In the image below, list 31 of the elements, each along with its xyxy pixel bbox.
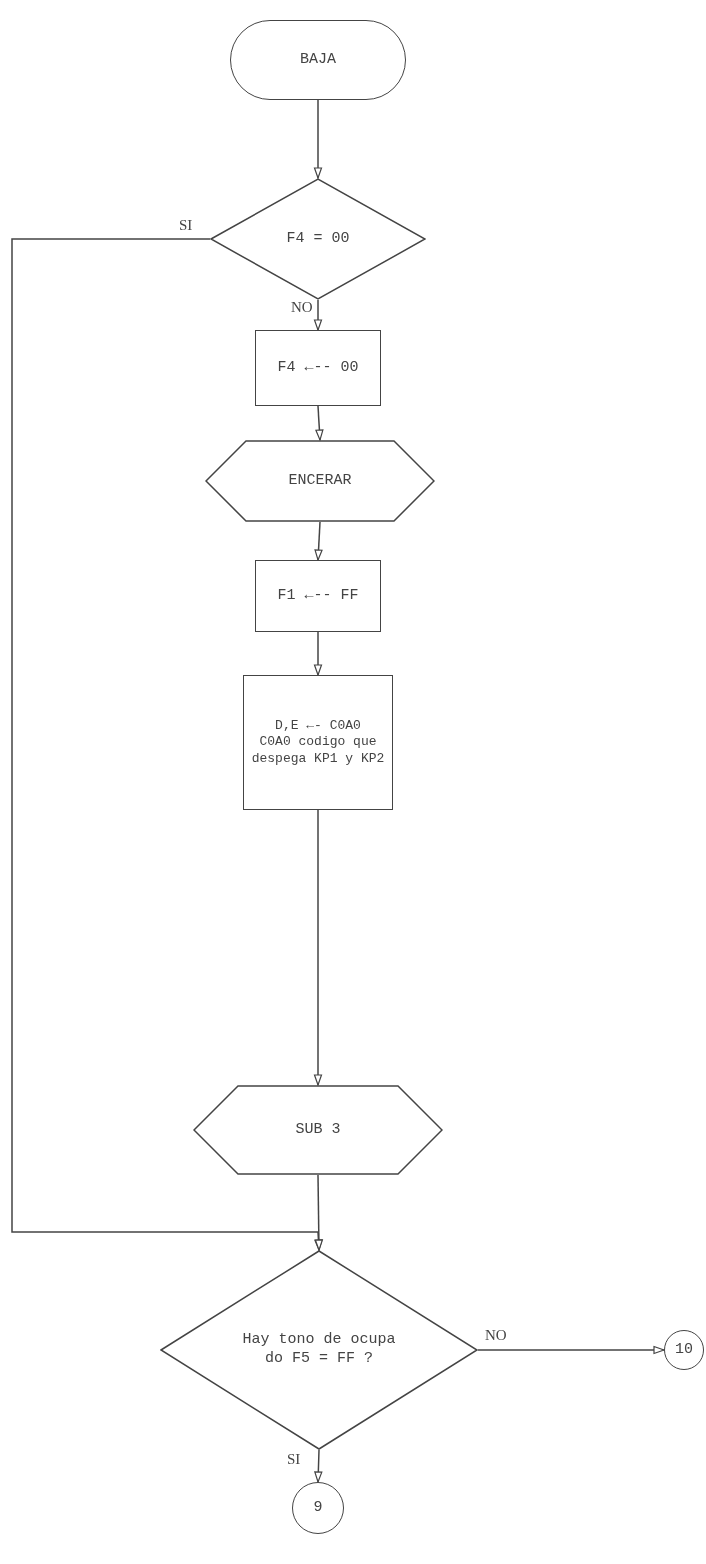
node-text: F4 ←-- 00: [277, 358, 359, 378]
preparation-hexagon: [193, 1085, 443, 1175]
node-text: 9: [313, 1498, 323, 1518]
node-text: BAJA: [300, 50, 336, 70]
node-text: Hay tono de ocupa do F5 = FF ?: [241, 1331, 397, 1369]
node-text: F4 = 00: [285, 229, 351, 249]
arrow: [314, 1449, 323, 1483]
decision-diamond: [210, 178, 426, 300]
node-text: D,E ←- C0A0: [275, 718, 361, 735]
decision-diamond: [160, 1250, 478, 1450]
arrow: [313, 299, 323, 331]
preparation-hexagon: [205, 440, 435, 522]
node-text: C0A0 codigo que despega KP1 y KP2: [250, 734, 386, 767]
node-text: F1 ←-- FF: [277, 586, 359, 606]
edge-label: NO: [484, 1328, 508, 1343]
arrow: [314, 1174, 323, 1251]
process-box: [243, 675, 393, 810]
arrow: [477, 1345, 665, 1355]
node-text: ENCERAR: [288, 471, 352, 491]
node-text: SUB 3: [295, 1120, 341, 1140]
edge-label: NO: [290, 300, 314, 315]
arrow: [313, 631, 323, 676]
arrow: [313, 809, 323, 1086]
process-box: [255, 560, 381, 632]
arrow: [314, 521, 323, 561]
edge-label: SI: [178, 218, 194, 233]
process-box: [255, 330, 381, 406]
node-text: 10: [675, 1340, 693, 1360]
arrow: [313, 99, 323, 179]
edge-label: SI: [286, 1452, 302, 1467]
arrow: [315, 405, 324, 441]
